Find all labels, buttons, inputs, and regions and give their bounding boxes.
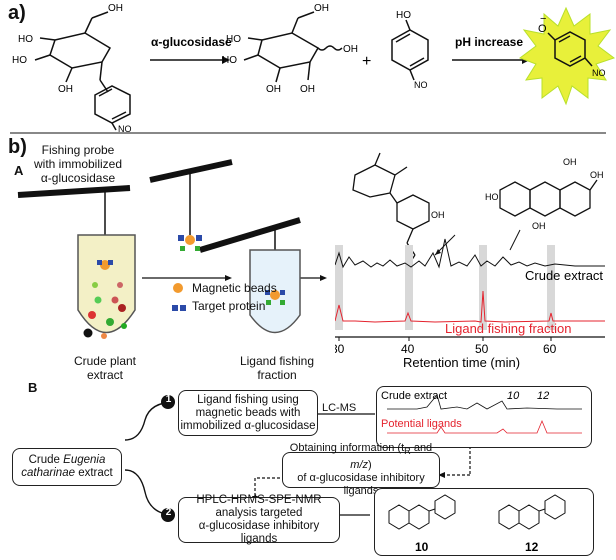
crude-trace — [335, 238, 605, 269]
lcms-label: LC-MS — [322, 402, 357, 414]
peak-12-label: 12 — [537, 390, 549, 402]
compound-12-label: 12 — [525, 540, 539, 554]
step-1-number: 1 — [165, 394, 172, 405]
label-oh-5: OH — [300, 84, 315, 95]
bead-legend-icon — [173, 283, 183, 293]
x-axis-label: Retention time (min) — [403, 355, 520, 370]
tick-50: 50 — [475, 342, 489, 356]
label-no2-2: NO — [414, 80, 428, 90]
inset-chromatogram: Crude extract Potential ligands 10 12 — [381, 390, 582, 434]
panel-a-letter: a) — [8, 2, 26, 24]
step-2-icon — [161, 508, 175, 522]
yellow-starburst — [518, 6, 616, 106]
chromatogram-structure-2 — [499, 179, 598, 217]
label-ho-5: HO — [396, 10, 411, 21]
label-oh-4: OH — [266, 84, 281, 95]
svg-text:HO: HO — [485, 192, 499, 202]
info-box: Obtaining information (tR and m/z)of α-g… — [282, 442, 440, 497]
enzyme-label: α-glucosidase — [151, 35, 232, 49]
fishing-scheme — [17, 159, 327, 339]
tube-1 — [77, 234, 136, 334]
nitrophenol-structure — [391, 19, 429, 81]
svg-text:OH: OH — [590, 170, 604, 180]
label-o-minus: O — [538, 23, 547, 35]
highlight-40 — [405, 245, 413, 330]
label-ho-3: HO — [226, 34, 241, 45]
glucose-structure — [243, 11, 343, 83]
chromatogram-structure-1 — [352, 152, 430, 268]
inset-potential-label: Potential ligands — [381, 418, 462, 430]
probe-bar-3 — [199, 217, 301, 253]
label-minus: − — [540, 13, 546, 25]
svg-text:OH: OH — [563, 157, 577, 167]
step-2-number: 2 — [165, 507, 172, 518]
probe-bar-1 — [17, 185, 131, 198]
inset-chromatogram-box: Crude extract Potential ligands 10 12 — [376, 386, 592, 448]
compound-structures: 10 12 — [388, 494, 566, 554]
label-no2-1: NO — [118, 124, 132, 134]
protein-legend-icon — [172, 305, 178, 311]
tick-30: 30 — [335, 342, 345, 356]
sub-a-letter: A — [14, 163, 24, 178]
ligand-fraction-label: Ligand fishing fraction — [445, 321, 571, 336]
label-no2-3: NO — [592, 68, 606, 78]
sub-b-letter: B — [28, 380, 38, 395]
inset-crude-label: Crude extract — [381, 390, 447, 402]
legend-beads-label: Magnetic beads — [192, 281, 277, 295]
label-ho-2: HO — [12, 55, 27, 66]
probe-bar-2 — [149, 159, 233, 183]
crude-extract-label: Crude extract — [525, 268, 603, 283]
phenolate-structure — [547, 31, 593, 67]
label-oh-1: OH — [108, 3, 123, 14]
chromatogram: OH OH OH HO OH 30 40 50 60 Retention tim… — [335, 152, 605, 370]
legend-protein-label: Target protein — [192, 299, 266, 313]
highlight-60 — [547, 245, 555, 330]
svg-text:OH: OH — [431, 210, 445, 220]
ph-label: pH increase — [455, 35, 523, 49]
label-oh-6: OH — [343, 44, 358, 55]
probe-label: Fishing probe with immobilized α-glucosi… — [33, 143, 123, 185]
workflow-connectors — [124, 395, 471, 522]
label-oh-2: OH — [58, 84, 73, 95]
svg-text:OH: OH — [532, 221, 546, 231]
label-ho-4: HO — [222, 55, 237, 66]
highlight-50 — [479, 245, 487, 330]
ligand-trace — [335, 290, 605, 323]
tick-60: 60 — [543, 342, 557, 356]
compounds-box: 10 12 — [374, 488, 594, 556]
step-1-icon — [161, 395, 175, 409]
highlight-30 — [335, 245, 343, 330]
label-oh-3: OH — [314, 3, 329, 14]
plus-sign: + — [362, 53, 371, 70]
panel-b-letter: b) — [8, 136, 27, 158]
label-ho-1: HO — [18, 34, 33, 45]
peak-10-label: 10 — [507, 390, 520, 402]
reaction-scheme: OH HO HO OH NO α-glucosidase OH HO HO OH… — [10, 3, 616, 134]
glucoside-structure — [34, 11, 131, 131]
compound-10-label: 10 — [415, 540, 429, 554]
tick-40: 40 — [401, 342, 415, 356]
